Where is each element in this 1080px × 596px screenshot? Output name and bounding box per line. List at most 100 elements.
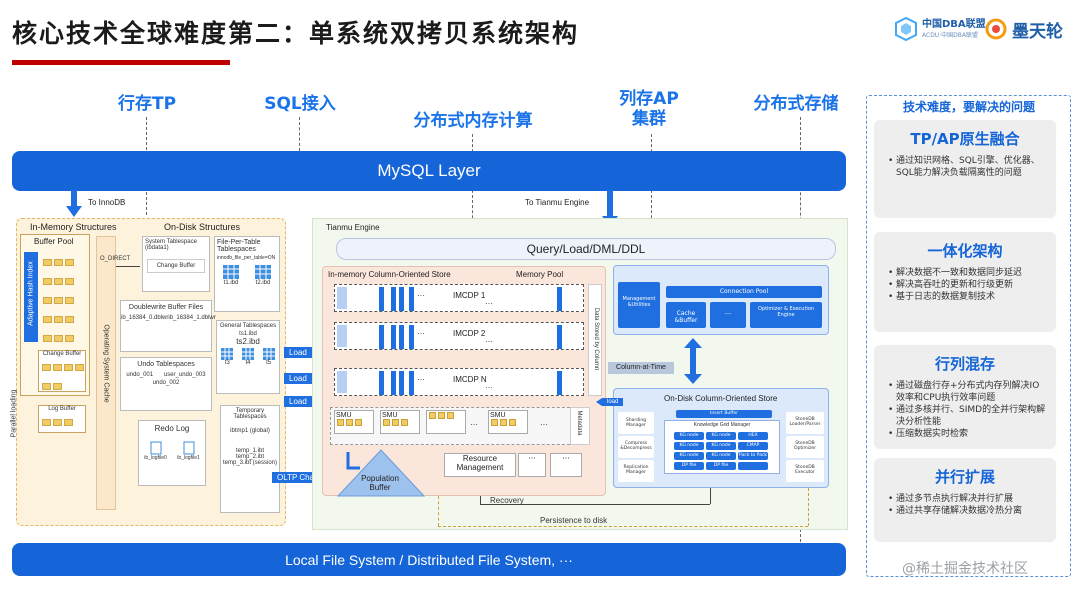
card-unified-item-3: 基于日志的数据复制技术 — [888, 291, 1048, 303]
temp-tablespaces-box: Temporary Tablespaces ibtmp1 (global) te… — [220, 405, 280, 513]
to-tianmu-label: To Tianmu Engine — [525, 198, 590, 207]
label-sql: SQL接入 — [264, 94, 336, 114]
t2-label: t2.ibd — [255, 280, 271, 286]
acdu-logo-icon — [895, 17, 917, 41]
temp3-label: temp_3.ibt (session) — [222, 460, 278, 466]
kg-cell: KG node — [706, 442, 736, 450]
smu-2-label: SMU — [382, 412, 398, 419]
o-direct-line — [116, 266, 140, 267]
stonedb-loader: StoneDB Loader/Parser — [786, 412, 824, 434]
kg-cell: CMAP — [738, 442, 768, 450]
resource-management-box: Resource Management — [444, 453, 516, 477]
acdu-logo-sub: ACDU·中国DBA联盟 — [922, 32, 978, 39]
parallel-loading-label: Parallel loading — [10, 389, 18, 438]
redo1-file-icon — [150, 441, 161, 455]
kg-cell: KG node — [674, 442, 704, 450]
card-scale-item-2: 通过共享存储解决数据冷热分离 — [888, 505, 1048, 517]
imcu-n-tag — [337, 371, 347, 393]
label-col-ap: 列存AP 集群 — [619, 89, 679, 129]
sharding-manager: Sharding Manager — [618, 412, 654, 434]
load-to-disk-arrow: load — [596, 398, 624, 406]
buffer-pool-label: Buffer Pool — [34, 237, 74, 246]
card-tp-ap-title: TP/AP原生融合 — [910, 130, 1020, 148]
temp2-label: temp_2.ibt — [235, 454, 265, 460]
load-label-1: Load — [284, 347, 312, 358]
imcu-2-tag — [337, 325, 347, 347]
acdu-logo-text: 中国DBA联盟 — [922, 19, 986, 30]
kg-cell: HEX — [738, 432, 768, 440]
pointer-distributed-mem — [472, 134, 473, 264]
page-title: 核心技术全球难度第二：单系统双拷贝系统架构 — [12, 19, 580, 48]
persistence-label: Persistence to disk — [540, 516, 608, 525]
data-stored-by-column — [588, 284, 602, 396]
optimizer-engine: Optimizer & Execution Engine — [750, 302, 822, 328]
in-memory-structures-label: In-Memory Structures — [30, 222, 117, 232]
file-system-bar: Local File System / Distributed File Sys… — [12, 543, 846, 576]
change-buffer-box: Change Buffer — [38, 350, 86, 392]
os-cache-column — [96, 236, 116, 510]
title-underline — [12, 60, 230, 65]
on-disk-structures-label: On-Disk Structures — [164, 222, 241, 232]
label-distributed-mem: 分布式内存计算 — [413, 111, 533, 131]
oltp-changes-label: OLTP Changes — [272, 472, 337, 483]
smu-4: SMU — [488, 410, 528, 434]
acdu-logo: 中国DBA联盟 ACDU·中国DBA联盟 — [895, 16, 986, 42]
undo3-label: user_undo_003 — [163, 372, 206, 378]
imcdp-n-label: IMCDP N — [453, 375, 487, 384]
imcdp-1-label: IMCDP 1 — [453, 291, 486, 300]
connection-pool: Connection Pool — [666, 286, 822, 298]
data-stored-label: Data Stored by Column — [593, 307, 599, 371]
cache-buffer: Cache &Buffer — [666, 302, 706, 328]
file-per-table-label: File-Per-Table Tablespaces — [217, 239, 261, 253]
kg-cell: DP file — [674, 462, 704, 470]
redo1-label: ib_logfile0 — [144, 455, 167, 461]
card-scale-title: 并行扩展 — [934, 468, 995, 486]
tianmu-engine-label: Tianmu Engine — [326, 223, 380, 232]
insert-buffer: Insert Buffer — [676, 410, 772, 418]
to-innodb-label: To InnoDB — [88, 198, 126, 207]
imcdp-n: ··· IMCDP N ··· — [334, 368, 584, 396]
t4-label: t4 — [245, 360, 251, 366]
mysql-layer: MySQL Layer — [12, 151, 846, 191]
t4-icon — [241, 348, 254, 360]
t2-table-icon — [255, 265, 271, 279]
label-distributed-storage: 分布式存储 — [753, 94, 839, 114]
imcdp-2: ··· IMCDP 2 ··· — [334, 322, 584, 350]
adaptive-hash-index-bar — [24, 252, 38, 342]
buffer-pool-pages — [42, 252, 88, 366]
os-cache-label: Operating System Cache — [102, 324, 110, 403]
redo-log-label: Redo Log — [154, 424, 190, 433]
t5-icon — [262, 348, 275, 360]
t3-icon — [221, 348, 234, 360]
t1-table-icon — [223, 265, 239, 279]
memory-pool-label: Memory Pool — [516, 270, 564, 279]
ts2-label: ts2.ibd — [236, 337, 260, 346]
system-tablespace-box: System Tablespace (ibdata1) Change Buffe… — [142, 236, 210, 292]
smu-1-label: SMU — [336, 412, 352, 419]
kg-cell: Pack to Pack — [738, 452, 768, 460]
persist-line — [438, 526, 808, 527]
general-tablespaces-box: General Tablespaces ts1.ibd ts2.ibd t3 t… — [216, 320, 280, 394]
imcdp-2-label: IMCDP 2 — [453, 329, 486, 338]
o-direct-label: O_DIRECT — [100, 256, 131, 262]
card-scale-item-1: 通过多节点执行解决并行扩展 — [888, 493, 1048, 505]
motianlun-logo: 墨天轮 — [985, 16, 1063, 42]
motianlun-logo-icon — [985, 18, 1007, 40]
right-panel — [866, 95, 1071, 577]
dw1-label: ib_16384_0.dblwr — [121, 315, 169, 321]
replication-manager: Replication Manager — [618, 460, 654, 482]
kg-cell: KG node — [706, 432, 736, 440]
resource-dots-1: ··· — [518, 453, 546, 477]
resource-dots-2: ··· — [550, 453, 582, 477]
metadata-column — [570, 407, 590, 445]
ts1-label: ts1.ibd — [239, 331, 257, 337]
adaptive-hash-index-label: Adaptive Hash Index — [27, 261, 35, 326]
t3-label: t3 — [224, 360, 230, 366]
card-hybrid-item-3: 压缩数据实时检索 — [888, 428, 1048, 440]
recovery-line — [480, 504, 710, 505]
t1-label: t1.ibd — [223, 280, 239, 286]
ibtmp1-label: ibtmp1 (global) — [230, 428, 270, 434]
system-tablespace-label: System Tablespace (ibdata1) — [145, 239, 197, 251]
card-hybrid-title: 行列混存 — [934, 355, 995, 373]
